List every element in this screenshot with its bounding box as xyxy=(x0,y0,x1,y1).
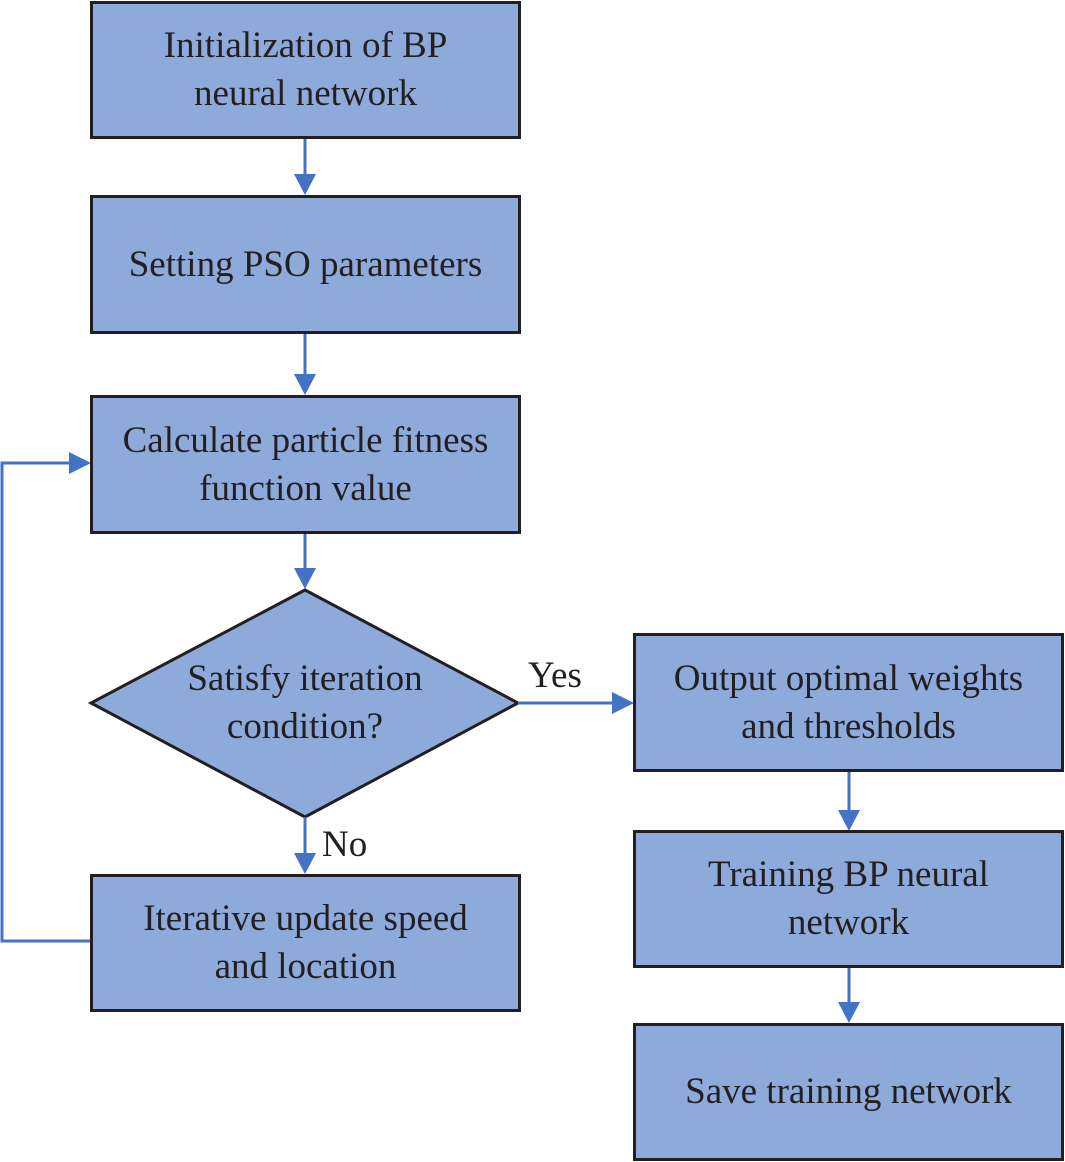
edge-label-yes: Yes xyxy=(528,655,582,696)
node-output-line2: and thresholds xyxy=(741,705,956,747)
node-update: Iterative update speed and location xyxy=(90,874,521,1012)
arrow-training-to-save xyxy=(838,966,860,1023)
node-decision-line2: condition? xyxy=(226,706,384,747)
arrow-fitness-to-decision xyxy=(294,532,316,589)
node-update-line2: and location xyxy=(214,946,397,987)
arrow-pso-to-fitness xyxy=(294,332,316,395)
node-save-line1: Save training network xyxy=(685,1071,1012,1112)
arrow-decision-to-update xyxy=(294,817,316,874)
node-training-line2: network xyxy=(787,902,910,943)
node-output-line1: Output optimal weights xyxy=(673,657,1024,699)
node-pso: Setting PSO parameters xyxy=(90,195,521,334)
node-init-line1: Initialization of BP xyxy=(163,25,448,66)
node-update-line1: Iterative update speed xyxy=(143,898,468,939)
arrow-update-to-fitness-loop xyxy=(0,452,91,943)
node-decision-text: Satisfy iteration condition? xyxy=(120,650,490,756)
edge-label-no: No xyxy=(322,824,368,865)
node-output: Output optimal weights and thresholds xyxy=(633,633,1064,772)
arrow-init-to-pso xyxy=(294,138,316,195)
node-fitness-line2: function value xyxy=(199,467,412,509)
node-save: Save training network xyxy=(633,1023,1064,1161)
arrow-output-to-training xyxy=(838,770,860,831)
node-init-line2: neural network xyxy=(194,73,417,114)
arrow-decision-to-output xyxy=(518,692,634,714)
node-fitness: Calculate particle fitness function valu… xyxy=(90,395,521,534)
node-pso-line1: Setting PSO parameters xyxy=(128,243,483,285)
node-decision-line1: Satisfy iteration xyxy=(187,658,423,699)
node-fitness-line1: Calculate particle fitness xyxy=(122,419,489,461)
node-training: Training BP neural network xyxy=(633,830,1064,968)
node-training-line1: Training BP neural xyxy=(708,854,989,895)
node-init: Initialization of BP neural network xyxy=(90,1,521,139)
